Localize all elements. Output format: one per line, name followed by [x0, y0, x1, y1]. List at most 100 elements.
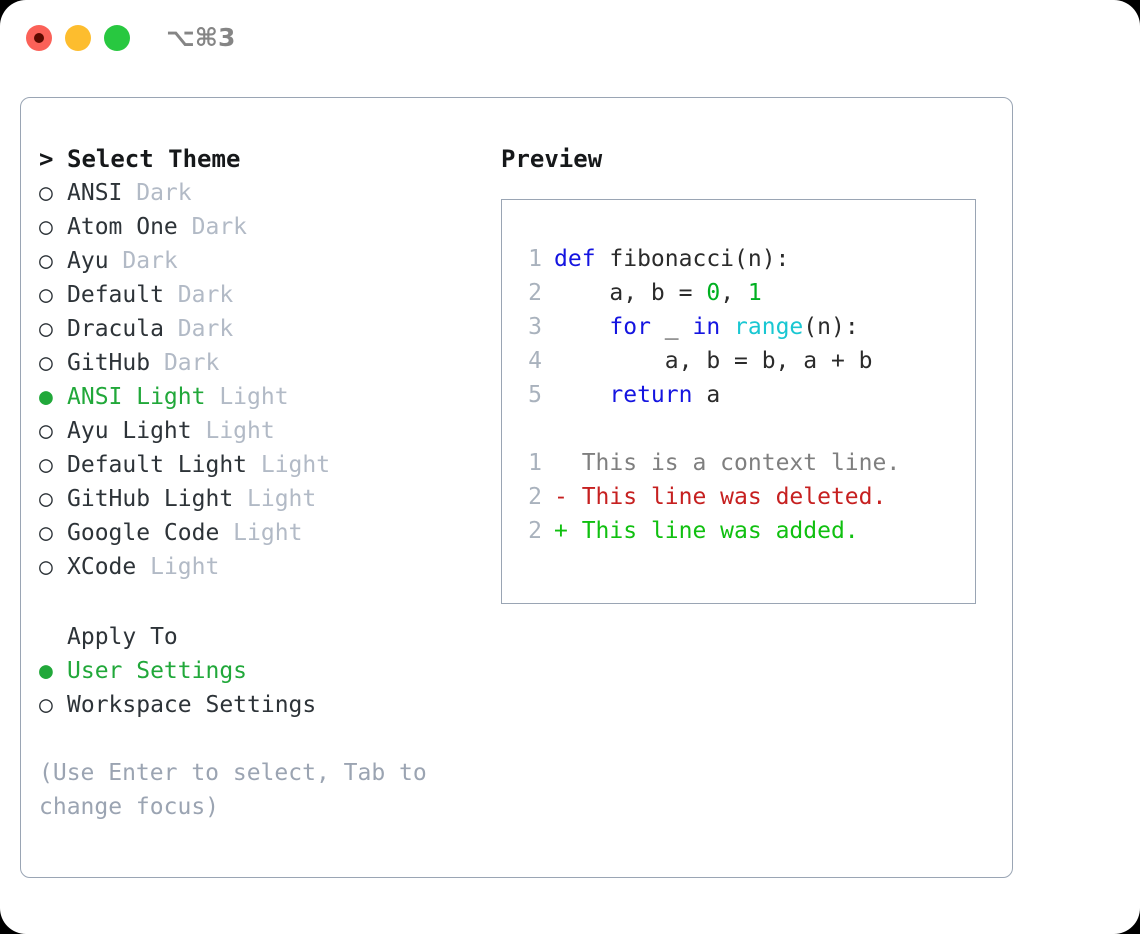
theme-variant-tag: Light — [233, 486, 317, 512]
theme-name: Ayu — [67, 248, 109, 274]
radio-selected-icon[interactable]: ● — [39, 384, 53, 410]
theme-name: Default — [67, 282, 164, 308]
diff-text: This is a context line. — [581, 450, 901, 476]
theme-variant-tag: Light — [136, 554, 220, 580]
code-token: a, b = — [554, 280, 707, 306]
radio-unselected-icon[interactable]: ○ — [39, 486, 53, 512]
code-line: 3 for _ in range(n): — [516, 310, 969, 344]
theme-variant-tag: Dark — [150, 350, 220, 376]
line-number: 2 — [528, 280, 542, 306]
line-number: 2 — [528, 484, 542, 510]
theme-variant-tag: Dark — [108, 248, 178, 274]
theme-list-item[interactable]: ○ GitHub Light Light — [39, 482, 479, 516]
radio-unselected-icon[interactable]: ○ — [39, 282, 53, 308]
code-token: for — [609, 314, 651, 340]
code-line: 4 a, b = b, a + b — [516, 344, 969, 378]
diff-text: This line was deleted. — [581, 484, 887, 510]
radio-unselected-icon[interactable]: ○ — [39, 316, 53, 342]
diff-sign: - — [554, 484, 582, 510]
theme-list[interactable]: ○ANSI Dark○Atom One Dark○Ayu Dark○Defaul… — [39, 176, 479, 584]
theme-name: GitHub Light — [67, 486, 234, 512]
diff-sign: + — [554, 518, 582, 544]
radio-unselected-icon[interactable]: ○ — [39, 554, 53, 580]
keyboard-hint-text: (Use Enter to select, Tab to change focu… — [39, 760, 427, 820]
theme-list-item[interactable]: ○Atom One Dark — [39, 210, 479, 244]
line-number: 4 — [528, 348, 542, 374]
radio-unselected-icon[interactable]: ○ — [39, 214, 53, 240]
zoom-button[interactable] — [104, 25, 130, 51]
code-token: in — [692, 314, 721, 340]
theme-variant-tag: Light — [205, 384, 289, 410]
main-panel: >Select Theme ○ANSI Dark○Atom One Dark○A… — [20, 97, 1013, 878]
line-number: 1 — [528, 450, 542, 476]
diff-line: 2- This line was deleted. — [516, 480, 969, 514]
theme-name: GitHub — [67, 350, 151, 376]
preview-heading: Preview — [501, 145, 603, 173]
apply-to-options[interactable]: ● User Settings ○ Workspace Settings — [39, 654, 479, 722]
diff-text: This line was added. — [581, 518, 859, 544]
close-button[interactable] — [26, 25, 52, 51]
select-theme-title: Select Theme — [67, 145, 241, 173]
code-token: , — [720, 280, 748, 306]
theme-list-item[interactable]: ○ Ayu Dark — [39, 244, 479, 278]
window-controls — [26, 25, 130, 51]
theme-list-item[interactable]: ○Default Light Light — [39, 448, 479, 482]
theme-list-item[interactable]: ○ Default Dark — [39, 278, 479, 312]
code-token: 0 — [706, 280, 721, 306]
apply-to-option[interactable]: ● User Settings — [39, 654, 479, 688]
apply-to-label: User Settings — [67, 658, 248, 684]
code-token — [554, 314, 609, 340]
code-token: range — [734, 314, 804, 340]
theme-selector-column: >Select Theme ○ANSI Dark○Atom One Dark○A… — [39, 142, 479, 824]
radio-unselected-icon[interactable]: ○ — [39, 452, 53, 478]
diff-line: 2 + This line was added. — [516, 514, 969, 548]
code-line: 5 return a — [516, 378, 969, 412]
theme-list-item[interactable]: ●ANSI Light Light — [39, 380, 479, 414]
code-token: 1 — [747, 280, 762, 306]
select-theme-heading: > Select Theme — [39, 142, 479, 176]
radio-unselected-icon[interactable]: ○ — [39, 350, 53, 376]
theme-variant-tag: Dark — [177, 214, 248, 240]
keyboard-shortcut-label: ⌥⌘3 — [166, 23, 236, 52]
apply-to-option[interactable]: ○ Workspace Settings — [39, 688, 479, 722]
code-token: a — [692, 382, 721, 408]
theme-list-item[interactable]: ○ ANSI Dark — [39, 176, 479, 210]
minimize-button[interactable] — [65, 25, 91, 51]
theme-name: ANSI — [67, 180, 123, 206]
theme-variant-tag: Light — [191, 418, 275, 444]
radio-unselected-icon[interactable]: ○ — [39, 248, 53, 274]
line-number: 5 — [528, 382, 542, 408]
line-number: 3 — [528, 314, 542, 340]
theme-list-item[interactable]: ○Ayu Light Light — [39, 414, 479, 448]
radio-selected-icon[interactable]: ● — [39, 658, 53, 684]
code-token: _ — [650, 314, 693, 340]
code-token — [720, 314, 734, 340]
radio-unselected-icon[interactable]: ○ — [39, 520, 53, 546]
code-line: 2 a, b = 0, 1 — [516, 276, 969, 310]
theme-name: XCode — [67, 554, 137, 580]
prompt-caret-icon: > — [39, 145, 54, 173]
code-token: a, b = b, a + b — [554, 348, 873, 374]
radio-unselected-icon[interactable]: ○ — [39, 418, 53, 444]
line-number: 2 — [528, 518, 542, 544]
radio-unselected-icon[interactable]: ○ — [39, 180, 53, 206]
theme-variant-tag: Dark — [163, 282, 234, 308]
apply-to-label: Workspace Settings — [67, 692, 317, 718]
radio-unselected-icon[interactable]: ○ — [39, 692, 53, 718]
theme-list-item[interactable]: ○Dracula Dark — [39, 312, 479, 346]
theme-list-item[interactable]: ○ XCode Light — [39, 550, 479, 584]
theme-variant-tag: Light — [247, 452, 331, 478]
theme-list-item[interactable]: ○ GitHub Dark — [39, 346, 479, 380]
apply-to-section: Apply To ●User Settings○Workspace Settin… — [39, 620, 479, 722]
theme-list-item[interactable]: ○Google Code Light — [39, 516, 479, 550]
theme-name: Google Code — [67, 520, 220, 546]
line-number: 1 — [528, 246, 542, 272]
title-bar: ⌥⌘3 — [0, 0, 1140, 78]
theme-variant-tag: Dark — [122, 180, 192, 206]
theme-name: Dracula — [67, 316, 164, 342]
